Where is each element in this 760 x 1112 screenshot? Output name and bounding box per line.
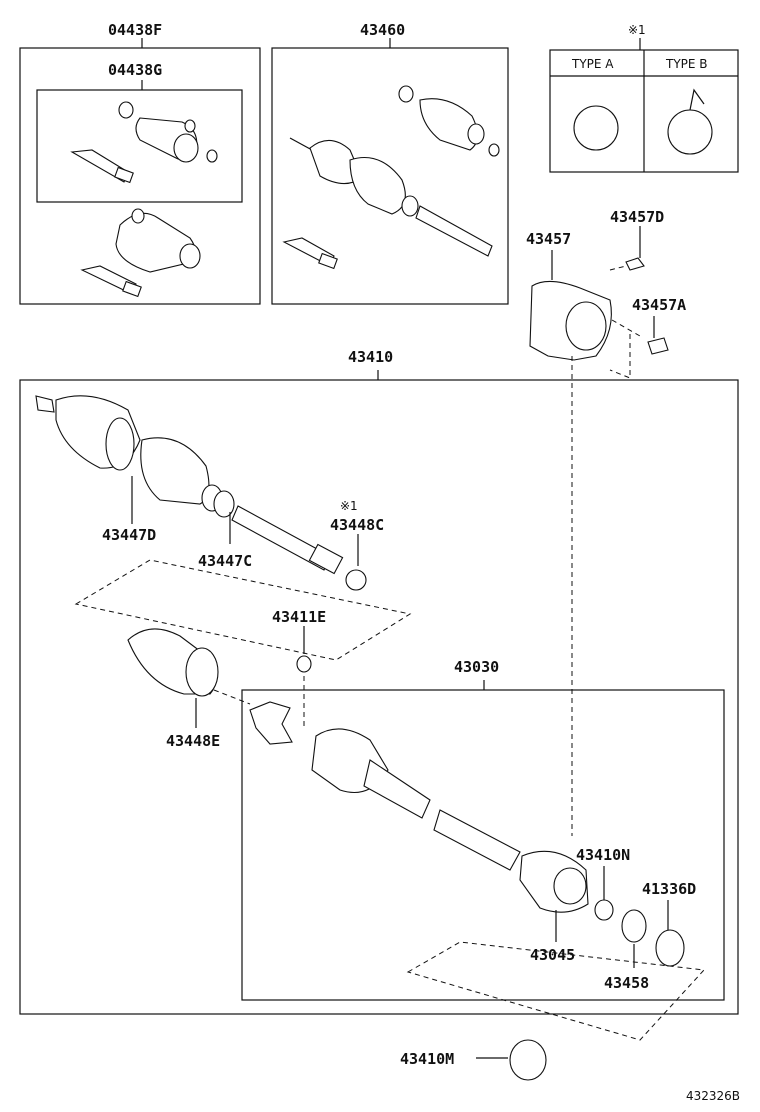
- seal-43410M-icon: [509, 1039, 547, 1081]
- label-43448C[interactable]: 43448C: [330, 516, 384, 534]
- boot-43460-icon: [398, 85, 500, 157]
- seal-41336D-icon: [655, 929, 685, 967]
- assembly-43030-frame: [241, 689, 725, 1001]
- note-marker-2: ※1: [340, 499, 358, 513]
- label-43448E[interactable]: 43448E: [166, 732, 220, 750]
- snap-ring-43411E-icon: [296, 655, 312, 673]
- grease-tube-3-icon: [282, 237, 338, 270]
- label-04438G[interactable]: 04438G: [108, 61, 162, 79]
- label-43458[interactable]: 43458: [604, 974, 649, 992]
- label-43410M[interactable]: 43410M: [400, 1050, 454, 1068]
- bracket-group: 43457D 43457 43457A: [526, 208, 686, 379]
- clamp-type-b-icon: [667, 109, 713, 155]
- type-b-header: TYPE B: [665, 57, 708, 71]
- inner-joint-icon: [311, 728, 521, 871]
- type-a-header: TYPE A: [571, 57, 614, 71]
- label-41336D[interactable]: 41336D: [642, 880, 696, 898]
- label-43457A[interactable]: 43457A: [632, 296, 686, 314]
- bolt-43457D-icon: [625, 257, 645, 271]
- label-43411E[interactable]: 43411E: [272, 608, 326, 626]
- grease-tube-icon: [70, 149, 134, 184]
- part-43410M-group: 43410M: [400, 1039, 547, 1081]
- label-43457[interactable]: 43457: [526, 230, 571, 248]
- label-43457D[interactable]: 43457D: [610, 208, 664, 226]
- label-43410[interactable]: 43410: [348, 348, 393, 366]
- inboard-joint-icon: [289, 137, 493, 257]
- label-43045[interactable]: 43045: [530, 946, 575, 964]
- clamp-type-legend: ※1 TYPE A TYPE B: [549, 23, 739, 173]
- label-43447D[interactable]: 43447D: [102, 526, 156, 544]
- clamp-type-a-icon: [573, 105, 619, 151]
- assembly-43410-group: 43410 43447D 43447C ※1 43448C 43411E: [19, 348, 739, 1041]
- kit-43460-group: 43460: [271, 21, 509, 305]
- kit-04438F-frame: [19, 47, 261, 305]
- diagram-id: 432326B: [686, 1089, 740, 1103]
- seal-43458-icon: [621, 909, 647, 943]
- grease-tube-2-icon: [80, 265, 142, 298]
- label-43447C[interactable]: 43447C: [198, 552, 252, 570]
- label-43460[interactable]: 43460: [360, 21, 405, 39]
- bolt-43457A-icon: [647, 337, 669, 355]
- label-43030[interactable]: 43030: [454, 658, 499, 676]
- boot-large-icon: [115, 208, 201, 273]
- assembly-43410-frame: [19, 379, 739, 1015]
- tripod-icon: [249, 701, 293, 745]
- boot-43448E-icon: [127, 628, 219, 697]
- label-43410N[interactable]: 43410N: [576, 846, 630, 864]
- label-04438F[interactable]: 04438F: [108, 21, 162, 39]
- kit-04438G-frame: [36, 89, 243, 203]
- outer-joint-icon: [35, 395, 344, 575]
- note-marker-1: ※1: [628, 23, 646, 37]
- bearing-housing-43045-icon: [519, 850, 589, 913]
- kit-04438F-group: 04438F 04438G: [19, 21, 261, 305]
- snap-ring-43410N-icon: [594, 899, 614, 921]
- boot-small-icon: [118, 101, 218, 163]
- clamp-43448C-icon: [345, 569, 367, 591]
